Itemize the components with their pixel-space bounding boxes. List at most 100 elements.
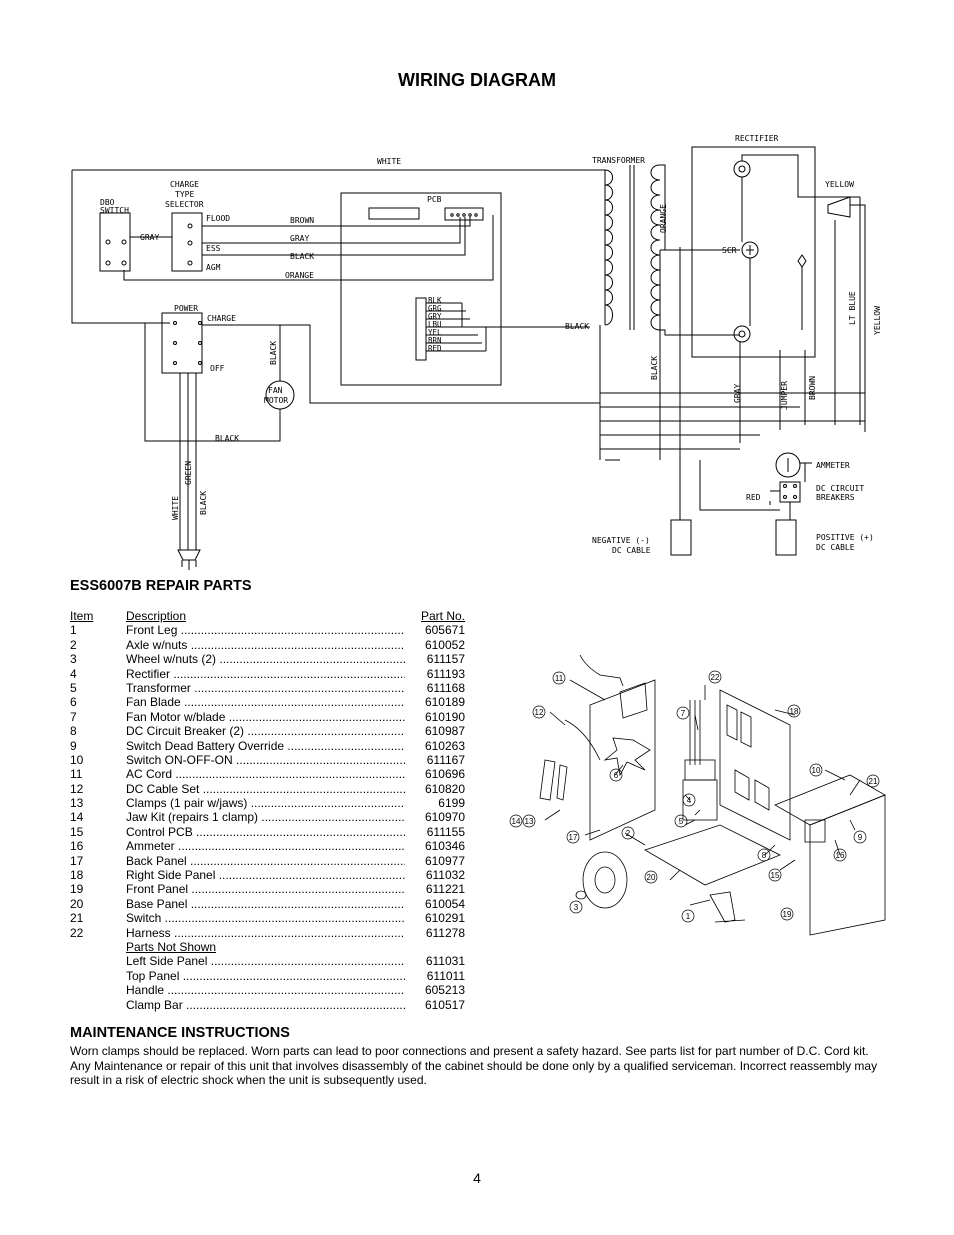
- part-number: 610189: [422, 695, 465, 710]
- part-description: Switch Dead Battery Override: [126, 739, 405, 753]
- label-off: OFF: [210, 364, 225, 373]
- callout-8: 8: [762, 851, 767, 860]
- part-number: 610054: [422, 896, 465, 912]
- label-harness-brn: BRN: [428, 336, 442, 345]
- callout-9: 9: [858, 833, 863, 842]
- col-item: Item: [70, 609, 94, 623]
- part-number: 6199: [436, 796, 465, 811]
- label-ess: ESS: [206, 244, 221, 253]
- transformer-primary: [604, 169, 613, 326]
- not-shown-row: Parts Not Shown: [70, 940, 465, 954]
- label-charge: CHARGE: [170, 180, 199, 189]
- exploded-view-diagram: 1 2 3 4 5 6 7 8 9 10 11 12 13 14 15 16 1…: [509, 654, 886, 936]
- page-number: 4: [473, 1170, 481, 1186]
- parts-row: Left Side Panel 611031: [70, 954, 465, 969]
- dc-circuit-breakers: [779, 481, 801, 503]
- callout-18: 18: [790, 707, 799, 716]
- label-power: POWER: [174, 304, 198, 313]
- label-motor: MOTOR: [264, 396, 288, 405]
- part-description: Control PCB: [126, 825, 405, 839]
- part-item-number: 11: [70, 767, 83, 782]
- label-pcb: PCB: [427, 195, 442, 204]
- label-breakers: BREAKERS: [816, 493, 855, 502]
- callout-1: 1: [686, 912, 691, 921]
- label-white: WHITE: [377, 157, 401, 166]
- part-number: 611031: [423, 954, 465, 969]
- label-harness-yel: YEL: [428, 328, 442, 337]
- label-gray-3: GRAY: [733, 384, 742, 403]
- label-yellow-1: YELLOW: [825, 180, 854, 189]
- power-switch: [161, 312, 203, 374]
- part-description: Left Side Panel: [126, 954, 405, 968]
- part-description: Rectifier: [126, 667, 405, 681]
- yellow-terminal: [827, 196, 851, 218]
- label-orange-2: ORANGE: [659, 204, 668, 233]
- part-description: Ammeter: [126, 839, 405, 853]
- label-selector: SELECTOR: [165, 200, 204, 209]
- part-number: 611157: [424, 652, 465, 667]
- label-scr: SCR: [722, 246, 737, 255]
- part-description: Top Panel: [126, 969, 405, 983]
- part-item-number: 16: [70, 839, 84, 854]
- label-black-2: BLACK: [565, 322, 589, 331]
- callout-22: 22: [711, 673, 720, 682]
- part-number: 610052: [422, 637, 465, 653]
- callout-7: 7: [681, 709, 686, 718]
- label-harness-blk: BLK: [428, 296, 442, 305]
- label-harness-grg: GRG: [428, 304, 442, 313]
- label-black-3: BLACK: [215, 434, 239, 443]
- callout-13: 13: [525, 817, 534, 826]
- callout-17: 17: [569, 833, 578, 842]
- part-number: 610517: [422, 997, 465, 1012]
- label-harness-red: RED: [428, 344, 442, 353]
- callout-20: 20: [647, 873, 656, 882]
- part-number: 611193: [424, 666, 465, 681]
- label-yellow-2: YELLOW: [873, 306, 882, 335]
- label-black-cord: BLACK: [199, 491, 208, 515]
- label-black-1: BLACK: [290, 252, 314, 261]
- callout-15: 15: [771, 871, 780, 880]
- part-item-number: 10: [70, 752, 84, 767]
- label-dbo: DBO: [100, 198, 115, 207]
- dbo-switch: [99, 212, 131, 272]
- part-description: Harness: [126, 926, 405, 940]
- parts-header-row: Item Description Part No.: [70, 609, 465, 624]
- part-number: 605671: [422, 623, 465, 638]
- clamps: [539, 759, 568, 801]
- label-harness-lbu: LBU: [428, 320, 442, 329]
- front-leg: [709, 891, 746, 923]
- label-charge-pos: CHARGE: [207, 314, 236, 323]
- part-item-number: 2: [70, 637, 77, 652]
- callout-14: 14: [512, 817, 521, 826]
- ac-plug: [177, 549, 201, 561]
- part-number: 611168: [424, 680, 465, 696]
- ammeter: [775, 452, 801, 478]
- back-panel: [589, 679, 656, 841]
- part-number: 610977: [422, 853, 465, 869]
- label-agm: AGM: [206, 263, 221, 272]
- part-item-number: 19: [70, 882, 84, 897]
- callout-3: 3: [574, 903, 579, 912]
- part-description: Clamp Bar: [126, 998, 405, 1012]
- right-side-panel: [719, 689, 791, 841]
- part-number: 611167: [424, 752, 465, 768]
- part-item-number: 7: [70, 709, 77, 724]
- transformer-secondary: [650, 164, 661, 331]
- page-title: WIRING DIAGRAM: [398, 70, 556, 90]
- transformer-core: [629, 165, 635, 330]
- part-item-number: 8: [70, 724, 77, 739]
- part-item-number: 12: [70, 781, 84, 796]
- label-ammeter: AMMETER: [816, 461, 850, 470]
- callout-10: 10: [812, 766, 821, 775]
- label-red: RED: [746, 493, 761, 502]
- parts-row: Clamp Bar 610517: [70, 997, 465, 1012]
- maintenance-heading: MAINTENANCE INSTRUCTIONS: [70, 1025, 290, 1041]
- parts-row: 22Harness611278: [70, 925, 465, 940]
